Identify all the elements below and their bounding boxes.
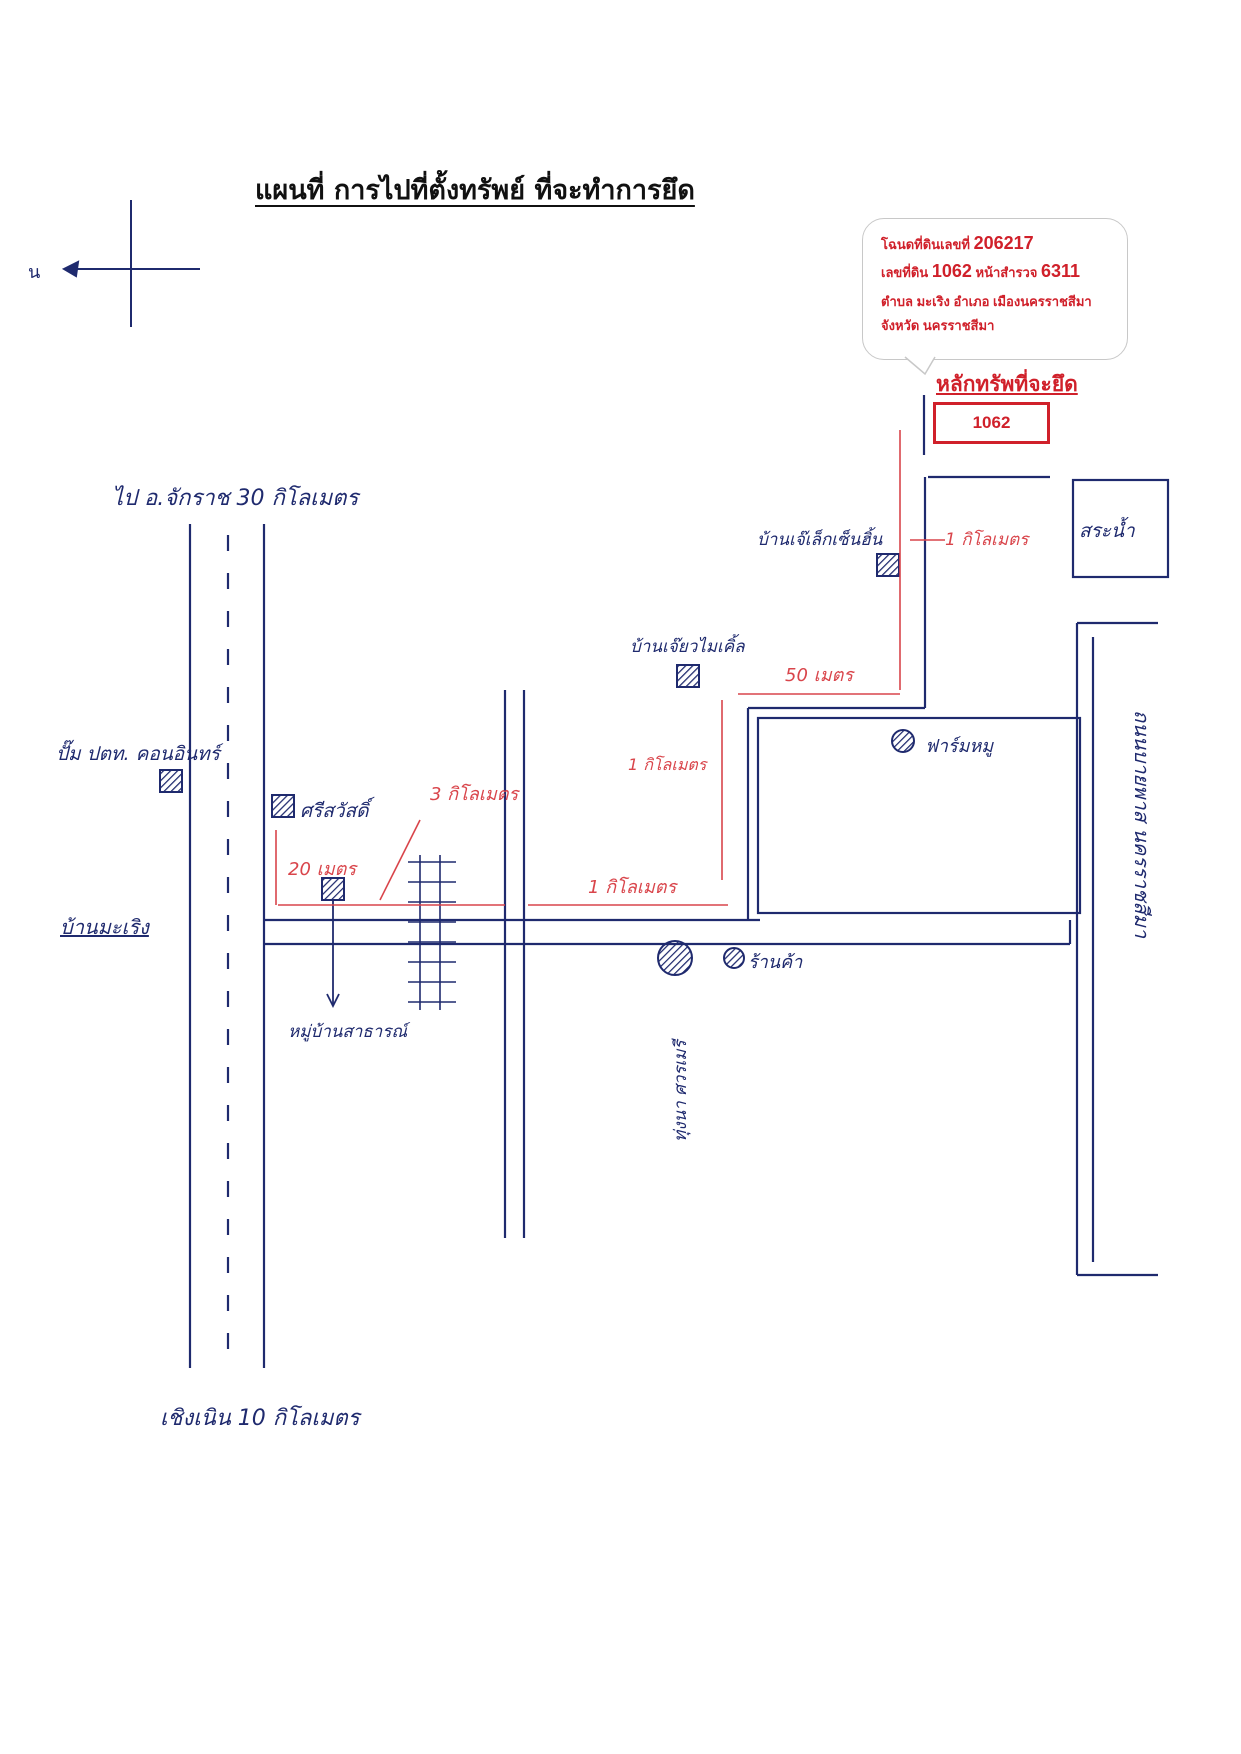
reservoir-label: สระน้ำ [1079, 516, 1136, 542]
target-property-box: 1062 [933, 402, 1050, 444]
deed-number: 206217 [973, 233, 1034, 253]
location-line-1: ตำบล มะเริง อำเภอ เมืองนครราชสีมา [881, 294, 1092, 309]
deed-prefix: โฉนดที่ดินเลขที่ [881, 237, 970, 252]
distance-3km: 3 กิโลเมตร [430, 783, 520, 805]
village-marueng-label: บ้านมะเริง [60, 915, 150, 939]
school-marker [657, 940, 693, 976]
gas-station-marker [159, 769, 183, 793]
distance-50m: 50 เมตร [785, 665, 855, 686]
top-road-label: ไป อ.จักราช 30 กิโลเมตร [112, 485, 361, 511]
village-arrowhead [326, 993, 340, 1009]
distance-1km-top: 1 กิโลเมตร [945, 529, 1030, 550]
north-arrow-icon [61, 260, 80, 278]
village-direction-label: หมู่บ้านสาธารณ์ [288, 1022, 411, 1042]
blue-arrows [326, 900, 340, 1009]
farm-label: ฟาร์มหมู [925, 736, 994, 757]
bypass-road-label: ถนนบายพาส นครราชสีมา [1130, 710, 1154, 939]
deed-line: โฉนดที่ดินเลขที่ 206217 [881, 233, 1034, 255]
bottom-road-label: เชิงเนิน 10 กิโลเมตร [160, 1405, 363, 1431]
compass-label: น [28, 262, 40, 283]
building-markers [159, 553, 915, 976]
rail-ladder [408, 855, 456, 1010]
house-chinese-marker [876, 553, 900, 577]
survey-prefix: หน้าสำรวจ [975, 265, 1038, 280]
house-chi-marker [676, 664, 700, 688]
farm-block [756, 716, 1082, 915]
house-chinese-label: บ้านเจ๊เล็กเซ็นฮิ้น [757, 526, 883, 550]
reservoir-box [1071, 478, 1170, 579]
distance-20m: 20 เมตร [288, 859, 358, 880]
location-line-2: จังหวัด นครราชสีมา [881, 318, 995, 333]
sri-sawat-label: ศรีสวัสดิ์ [300, 796, 376, 822]
target-property-label: หลักทรัพที่จะยึด [936, 372, 1078, 396]
page-title: แผนที่ การไปที่ตั้งทรัพย์ ที่จะทำการยึด [255, 175, 695, 206]
arrow-3km-pointer [379, 819, 421, 901]
shop-marker [723, 947, 745, 969]
roads [188, 395, 1170, 1368]
school-label: ทุ่งนา ศวรเมรี [671, 1037, 691, 1142]
gas-station-label: ปั๊ม ปตท. คอนอินทร์ [56, 739, 224, 765]
distance-arrows [275, 430, 945, 906]
land-no: 1062 [931, 261, 972, 281]
callout-pointer [904, 356, 936, 376]
deed-info-callout: โฉนดที่ดินเลขที่ 206217 เลขที่ดิน 1062 ห… [862, 218, 1128, 360]
village-marker [321, 877, 345, 901]
land-number-line: เลขที่ดิน 1062 หน้าสำรวจ 6311 [881, 261, 1080, 283]
compass [61, 200, 200, 327]
distance-1km-bottom: 1 กิโลเมตร [588, 876, 678, 898]
farm-marker [891, 729, 915, 753]
survey-no: 6311 [1041, 261, 1081, 281]
land-no-prefix: เลขที่ดิน [881, 265, 929, 280]
sri-sawat-marker [271, 794, 295, 818]
distance-1km-vertical: 1 กิโลเมตร [628, 755, 709, 774]
house-chi-label: บ้านเจ๊ยวไมเคิ้ล [630, 633, 746, 657]
shop-label: ร้านค้า [748, 952, 803, 973]
